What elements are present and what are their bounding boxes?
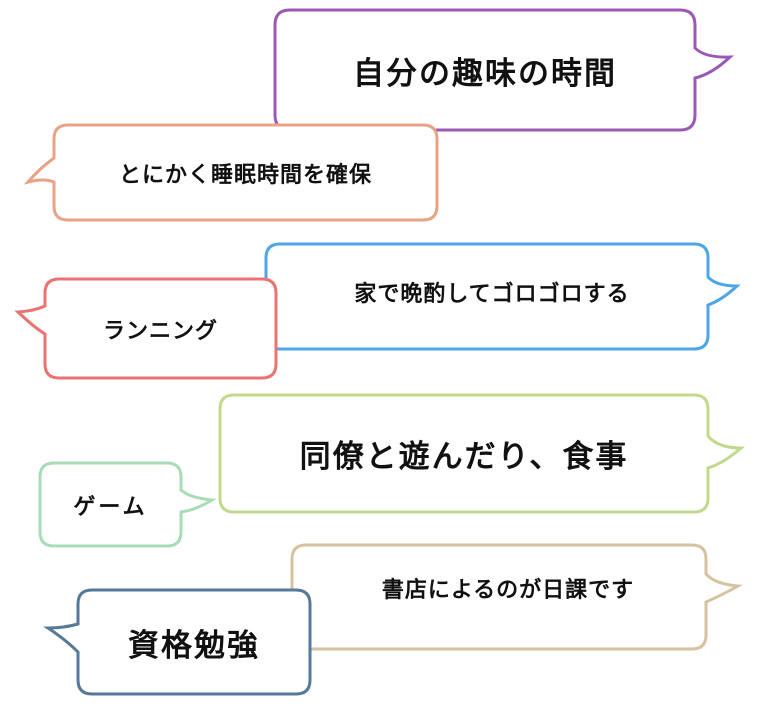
bubble-running-label: ランニング (102, 318, 218, 344)
bubble-home-drink-label: 家で晩酌してゴロゴロする (354, 281, 630, 307)
bubble-game-label: ゲーム (73, 494, 148, 520)
bubble-colleagues-label: 同僚と遊んだり、食事 (299, 439, 629, 475)
bubble-hobby-time-shape (273, 8, 734, 132)
bubble-game-shape (38, 461, 217, 548)
bubble-sleep-shape (23, 123, 439, 222)
bubble-colleagues-shape (218, 393, 745, 514)
bubble-study-shape (43, 588, 312, 696)
bubble-sleep-label: とにかく睡眠時間を確保 (118, 162, 372, 188)
bubble-running-shape (14, 277, 278, 380)
bubble-bookstore-label: 書店によるのが日課です (381, 578, 635, 603)
bubble-study-label: 資格勉強 (128, 627, 260, 664)
bubble-hobby-time-label: 自分の趣味の時間 (353, 55, 617, 92)
